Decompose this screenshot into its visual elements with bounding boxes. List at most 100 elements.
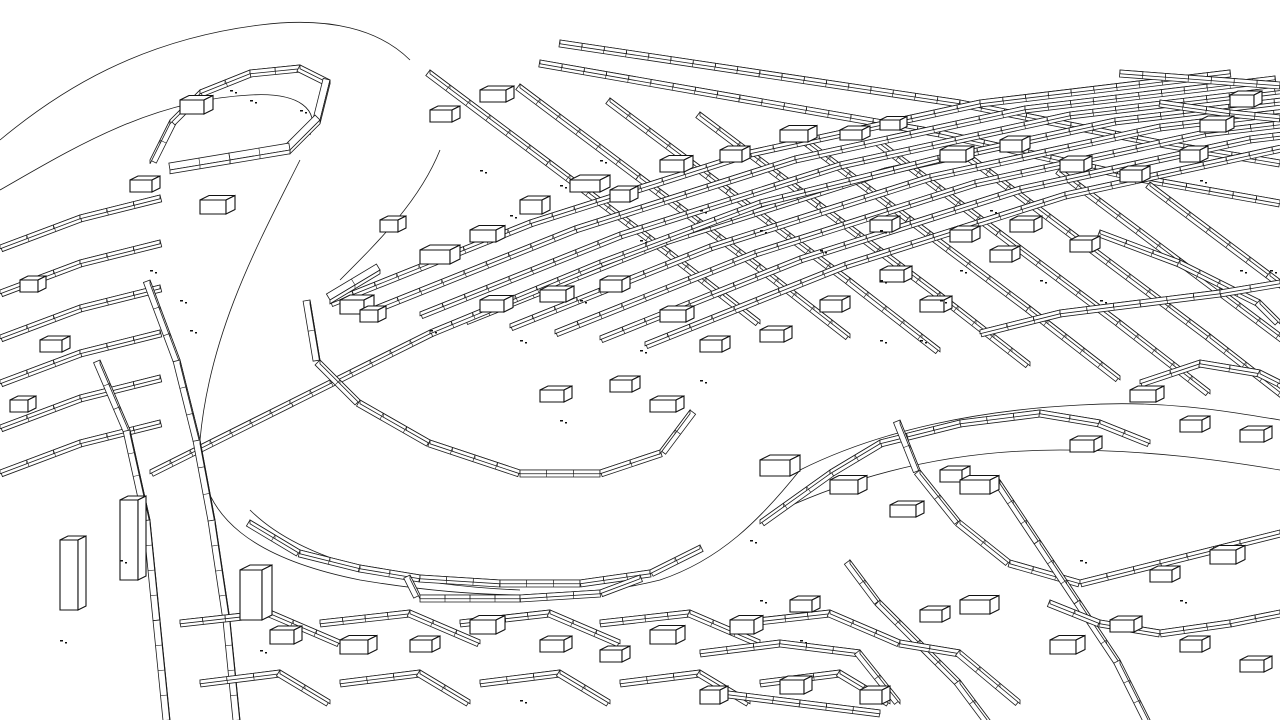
window-detail [755, 542, 757, 544]
window-detail [150, 270, 153, 272]
building-division [1245, 256, 1251, 263]
building-facade [1239, 429, 1265, 443]
building-side [881, 685, 891, 705]
building-division [1075, 289, 1081, 296]
building-division [674, 557, 679, 564]
building-side [1141, 165, 1151, 183]
window-detail [995, 212, 997, 214]
window-detail [920, 340, 923, 342]
building-division [1095, 197, 1101, 204]
building-division [485, 114, 491, 121]
building-division [1169, 361, 1175, 368]
building-division [486, 285, 490, 292]
building-division [907, 180, 911, 188]
building-division [800, 279, 804, 287]
building-division [715, 126, 721, 133]
river-bank [0, 94, 313, 191]
building-band [284, 114, 321, 151]
building-division [975, 666, 981, 673]
window-detail [1270, 270, 1273, 272]
building-division [128, 452, 136, 455]
building-division [153, 306, 161, 310]
window-detail [880, 280, 883, 282]
building-division [705, 172, 711, 179]
building-facade [889, 504, 917, 518]
building-side [1093, 435, 1103, 453]
window-detail [765, 602, 767, 604]
building-division [711, 315, 715, 322]
building-side [965, 145, 975, 163]
building-facade [519, 199, 543, 215]
building-division [733, 282, 737, 290]
building-division [706, 183, 710, 191]
building-wall [1259, 299, 1280, 325]
building-division [1165, 196, 1171, 203]
building-division [1205, 226, 1211, 233]
building-division [874, 674, 881, 680]
building-wall [1009, 559, 1081, 585]
building-division [798, 235, 802, 243]
building-division [228, 669, 236, 671]
building-facade [9, 399, 29, 413]
building-facade [479, 299, 505, 313]
window-detail [605, 162, 607, 164]
building-division [687, 252, 691, 260]
building-division [26, 459, 30, 467]
building-division [820, 228, 824, 236]
building-facade [829, 479, 859, 495]
building-side [1235, 544, 1246, 565]
window-detail [1045, 282, 1047, 284]
building-division [701, 277, 707, 284]
building-division [825, 155, 831, 162]
window-detail [585, 302, 587, 304]
building-side [1091, 235, 1101, 253]
window-detail [190, 330, 193, 332]
building-division [997, 192, 1001, 200]
river-bank [0, 21, 411, 141]
building-side [915, 500, 925, 518]
window-detail [480, 170, 483, 172]
building-division [179, 386, 187, 389]
building-division [581, 684, 586, 692]
building-division [159, 139, 167, 144]
building-wall [0, 304, 81, 340]
building-side [721, 335, 731, 353]
building-side [137, 495, 147, 581]
building-side [505, 85, 515, 103]
building-division [975, 199, 979, 207]
building-division [158, 669, 166, 671]
building-wall [1029, 305, 1121, 381]
window-detail [925, 342, 927, 344]
window-detail [510, 215, 513, 217]
building-side [1171, 565, 1181, 583]
building-division [843, 241, 847, 249]
building-division [472, 454, 476, 462]
window-detail [1245, 272, 1247, 274]
building-division [621, 303, 625, 310]
building-division [1123, 239, 1127, 247]
window-detail [820, 250, 823, 252]
building-division [980, 539, 986, 546]
building-division [53, 404, 57, 412]
building-division [805, 247, 811, 254]
building-division [952, 186, 956, 194]
building-division [230, 694, 238, 696]
building-facade [659, 309, 687, 323]
building-side [741, 145, 751, 163]
building-division [508, 252, 512, 260]
building-facade [1059, 159, 1085, 173]
building-facade [1109, 619, 1135, 633]
building-wall [1079, 559, 1161, 585]
building-side [719, 685, 729, 705]
building-division [1196, 269, 1201, 277]
building-division [835, 216, 841, 223]
river-bank [799, 403, 1280, 471]
building-division [389, 349, 394, 357]
building-facade [779, 129, 809, 143]
building-division [661, 177, 665, 185]
building-division [1007, 347, 1013, 354]
building-division [211, 544, 219, 547]
building-division [203, 493, 211, 495]
window-detail [65, 642, 67, 644]
